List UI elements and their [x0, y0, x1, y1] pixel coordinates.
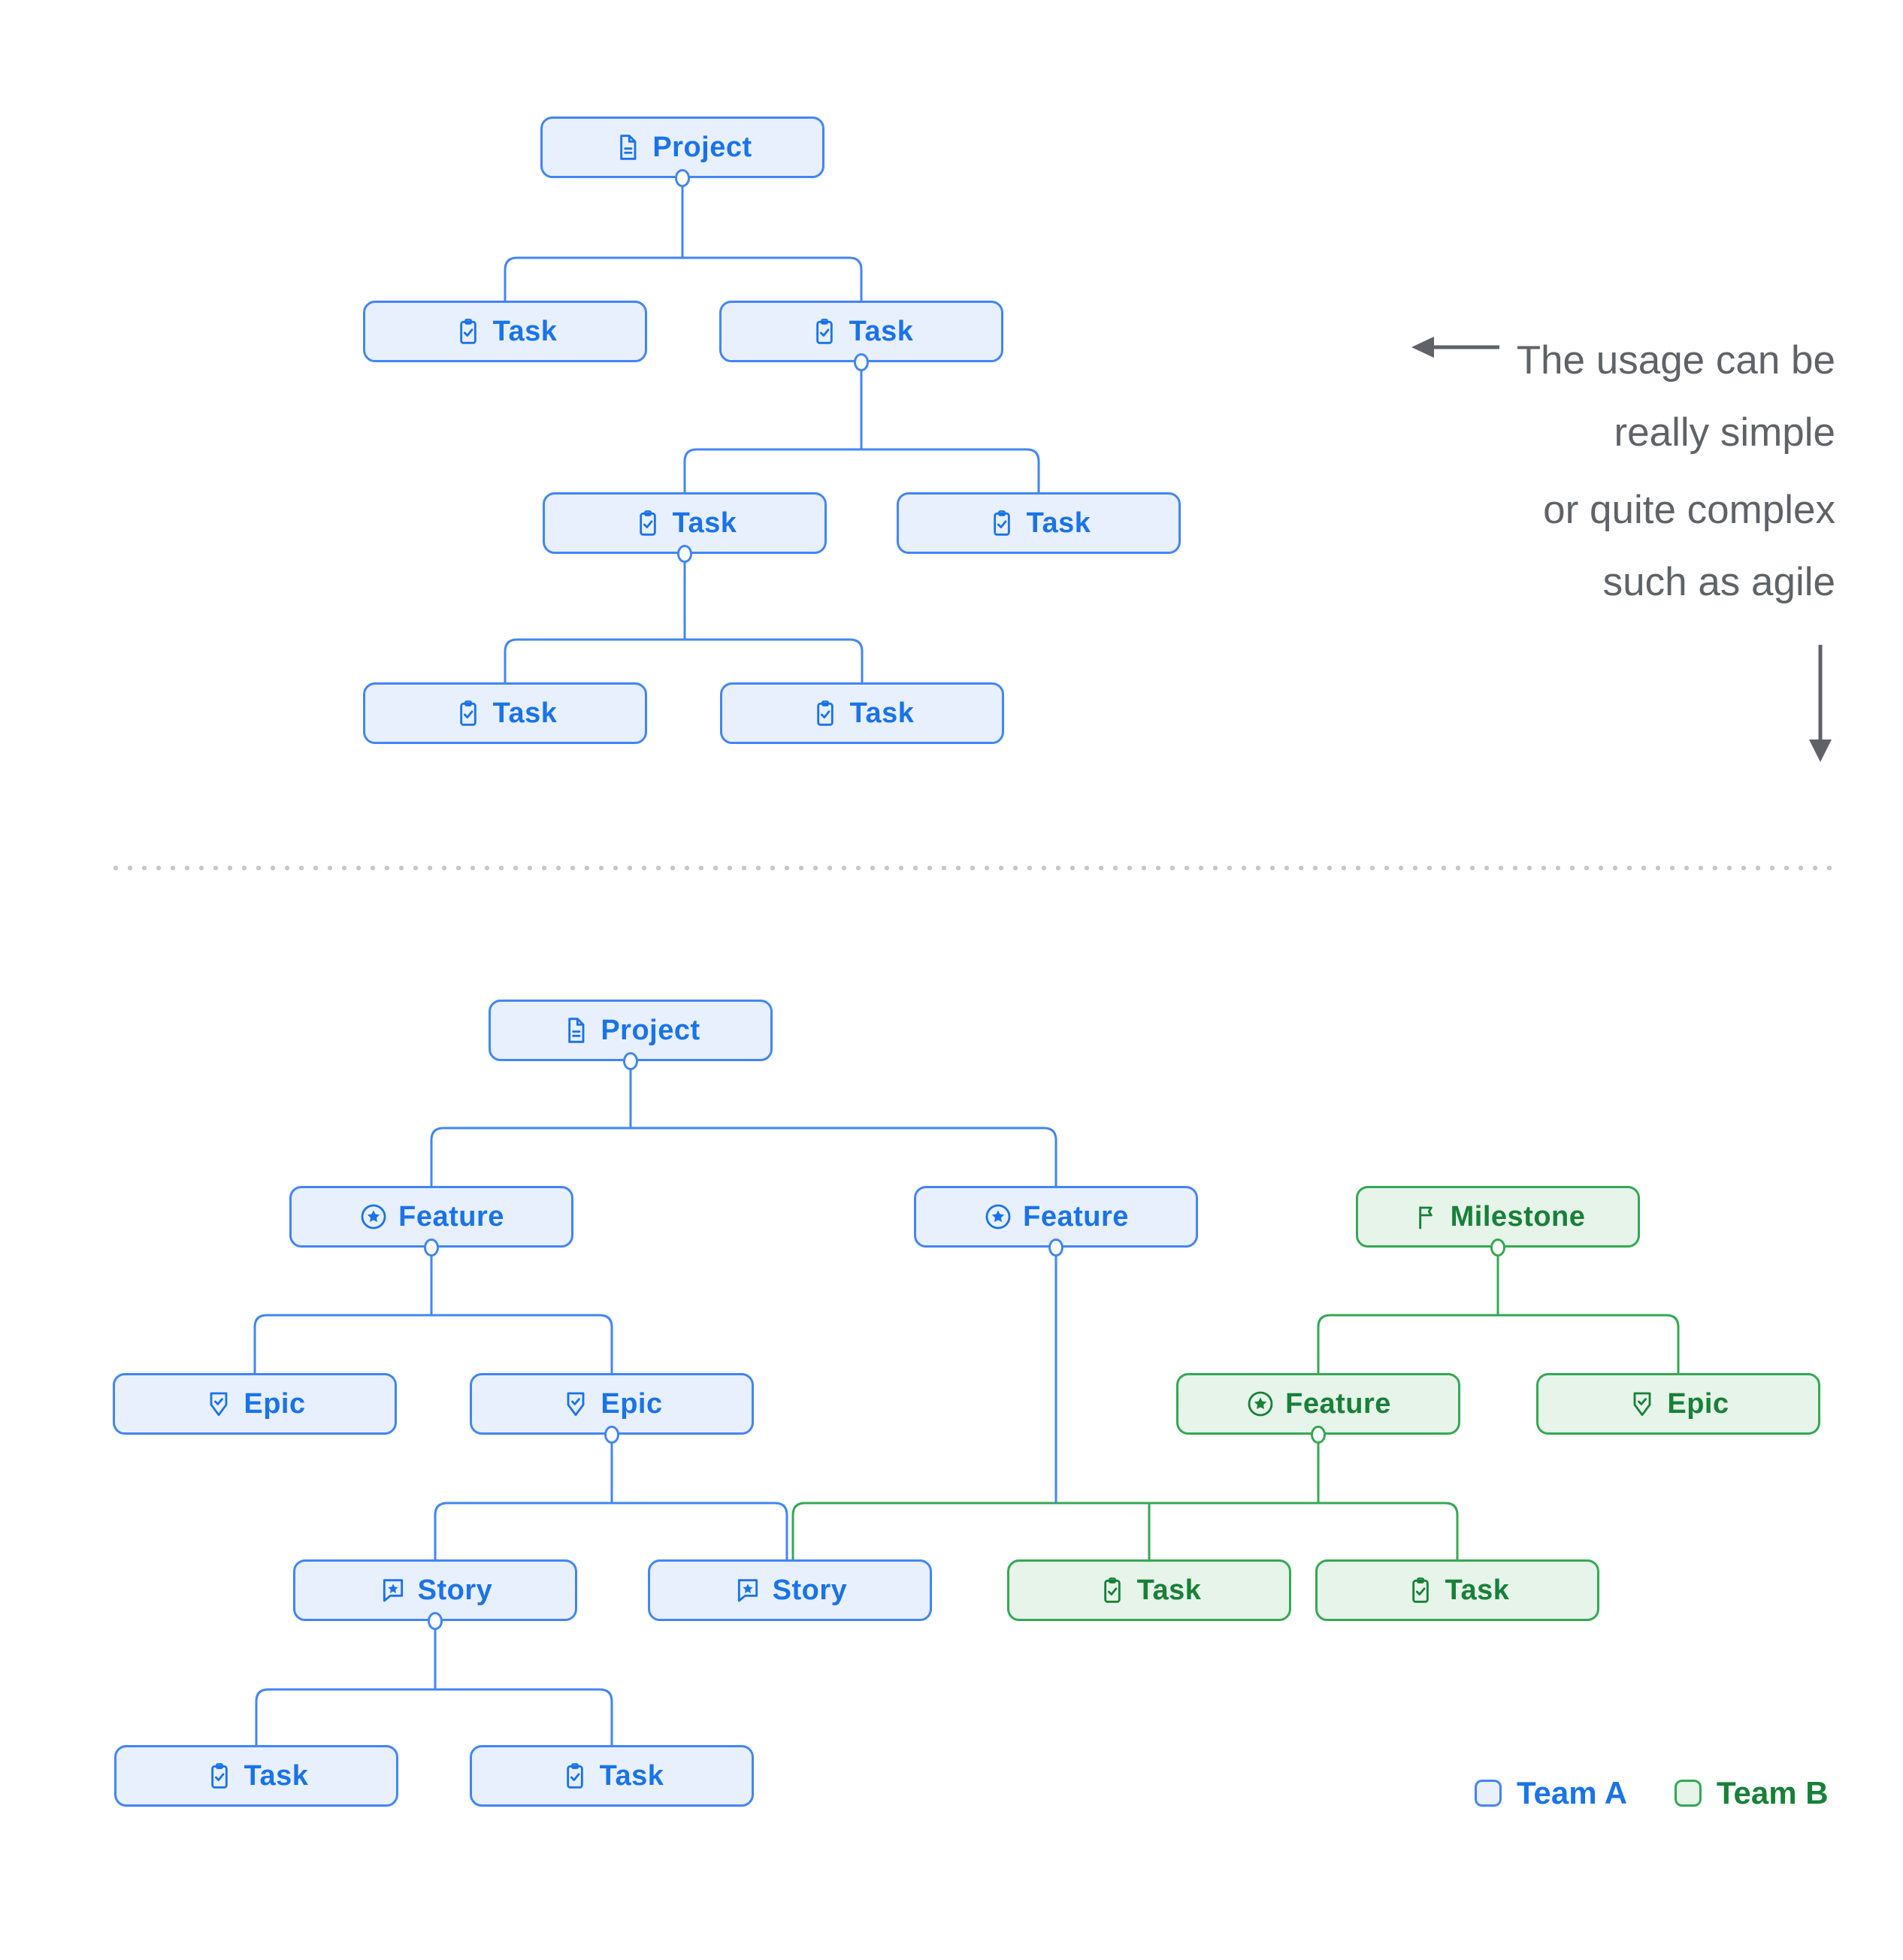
annotation-line-2: really simple — [1614, 410, 1835, 455]
node-c-task-b2: Task — [470, 1745, 754, 1807]
node-c-task-b1: Task — [114, 1745, 398, 1807]
story-icon — [733, 1575, 763, 1605]
feature-icon — [1245, 1389, 1275, 1419]
node-label: Epic — [1667, 1387, 1729, 1420]
node-label: Project — [601, 1014, 700, 1046]
task-icon — [1405, 1575, 1436, 1605]
node-c-task-g1: Task — [1007, 1559, 1291, 1621]
node-label: Feature — [1285, 1387, 1391, 1420]
annotation-line-4: such as agile — [1602, 560, 1835, 604]
node-label: Task — [492, 697, 558, 729]
task-icon — [453, 698, 483, 728]
dotted-divider — [113, 865, 1835, 871]
annotation-line-3: or quite complex — [1543, 488, 1835, 532]
task-icon — [987, 508, 1017, 538]
annotation-text: The usage can be really simple or quite … — [1517, 325, 1835, 619]
node-c-milestone: Milestone — [1356, 1186, 1640, 1248]
node-s-project: Project — [540, 116, 824, 178]
node-label: Epic — [244, 1387, 306, 1420]
node-label: Task — [1445, 1574, 1510, 1606]
node-label: Task — [849, 315, 914, 347]
node-label: Task — [1026, 507, 1091, 539]
node-s-task-3: Task — [543, 492, 827, 554]
node-label: Task — [244, 1759, 309, 1792]
legend-team-b: Team B — [1675, 1775, 1829, 1811]
feature-icon — [983, 1202, 1013, 1232]
node-c-epic-1: Epic — [113, 1373, 397, 1435]
node-c-story-2: Story — [648, 1559, 932, 1621]
node-label: Story — [417, 1574, 493, 1606]
annotation-line-1: The usage can be — [1516, 338, 1835, 383]
node-c-story-1: Story — [293, 1559, 577, 1621]
node-label: Story — [772, 1574, 848, 1606]
epic-icon — [204, 1389, 234, 1419]
document-icon — [613, 132, 643, 162]
node-label: Task — [492, 315, 558, 347]
annotation-paragraph-2: or quite complex such as agile — [1517, 474, 1835, 619]
feature-icon — [359, 1202, 389, 1232]
node-c-project: Project — [489, 1000, 773, 1061]
task-icon — [810, 698, 840, 728]
node-s-task-6: Task — [720, 682, 1004, 744]
node-label: Task — [849, 697, 915, 729]
task-icon — [453, 316, 483, 346]
node-c-epic-2: Epic — [470, 1373, 754, 1435]
node-label: Task — [672, 507, 737, 539]
node-c-feature-3: Feature — [1176, 1373, 1460, 1435]
task-icon — [633, 508, 663, 538]
node-label: Task — [1136, 1574, 1202, 1606]
legend-team-a: Team A — [1475, 1775, 1627, 1811]
epic-icon — [1627, 1389, 1657, 1419]
node-s-task-4: Task — [897, 492, 1181, 554]
task-icon — [560, 1761, 590, 1791]
node-label: Project — [652, 131, 752, 163]
annotation-paragraph-1: The usage can be really simple — [1517, 325, 1835, 469]
node-label: Epic — [601, 1387, 663, 1420]
task-icon — [204, 1761, 234, 1791]
node-label: Task — [599, 1759, 664, 1792]
legend-team-a-label: Team A — [1517, 1775, 1628, 1810]
task-icon — [1097, 1575, 1127, 1605]
legend-team-b-label: Team B — [1717, 1775, 1829, 1810]
node-s-task-1: Task — [363, 301, 647, 362]
team-b-swatch-icon — [1675, 1780, 1702, 1807]
down-arrow-icon — [1809, 740, 1832, 762]
task-icon — [809, 316, 840, 346]
node-c-feature-2: Feature — [914, 1186, 1198, 1248]
node-label: Feature — [1023, 1200, 1129, 1233]
node-c-epic-3: Epic — [1536, 1373, 1820, 1435]
story-icon — [378, 1575, 408, 1605]
node-label: Feature — [398, 1200, 504, 1233]
document-icon — [561, 1015, 591, 1045]
epic-icon — [561, 1389, 591, 1419]
team-a-swatch-icon — [1475, 1780, 1502, 1807]
left-arrow-icon — [1411, 337, 1434, 358]
node-label: Milestone — [1450, 1200, 1586, 1233]
node-c-feature-1: Feature — [289, 1186, 573, 1248]
node-s-task-2: Task — [719, 301, 1003, 362]
milestone-icon — [1411, 1202, 1441, 1232]
node-c-task-g2: Task — [1315, 1559, 1599, 1621]
node-s-task-5: Task — [363, 682, 647, 744]
